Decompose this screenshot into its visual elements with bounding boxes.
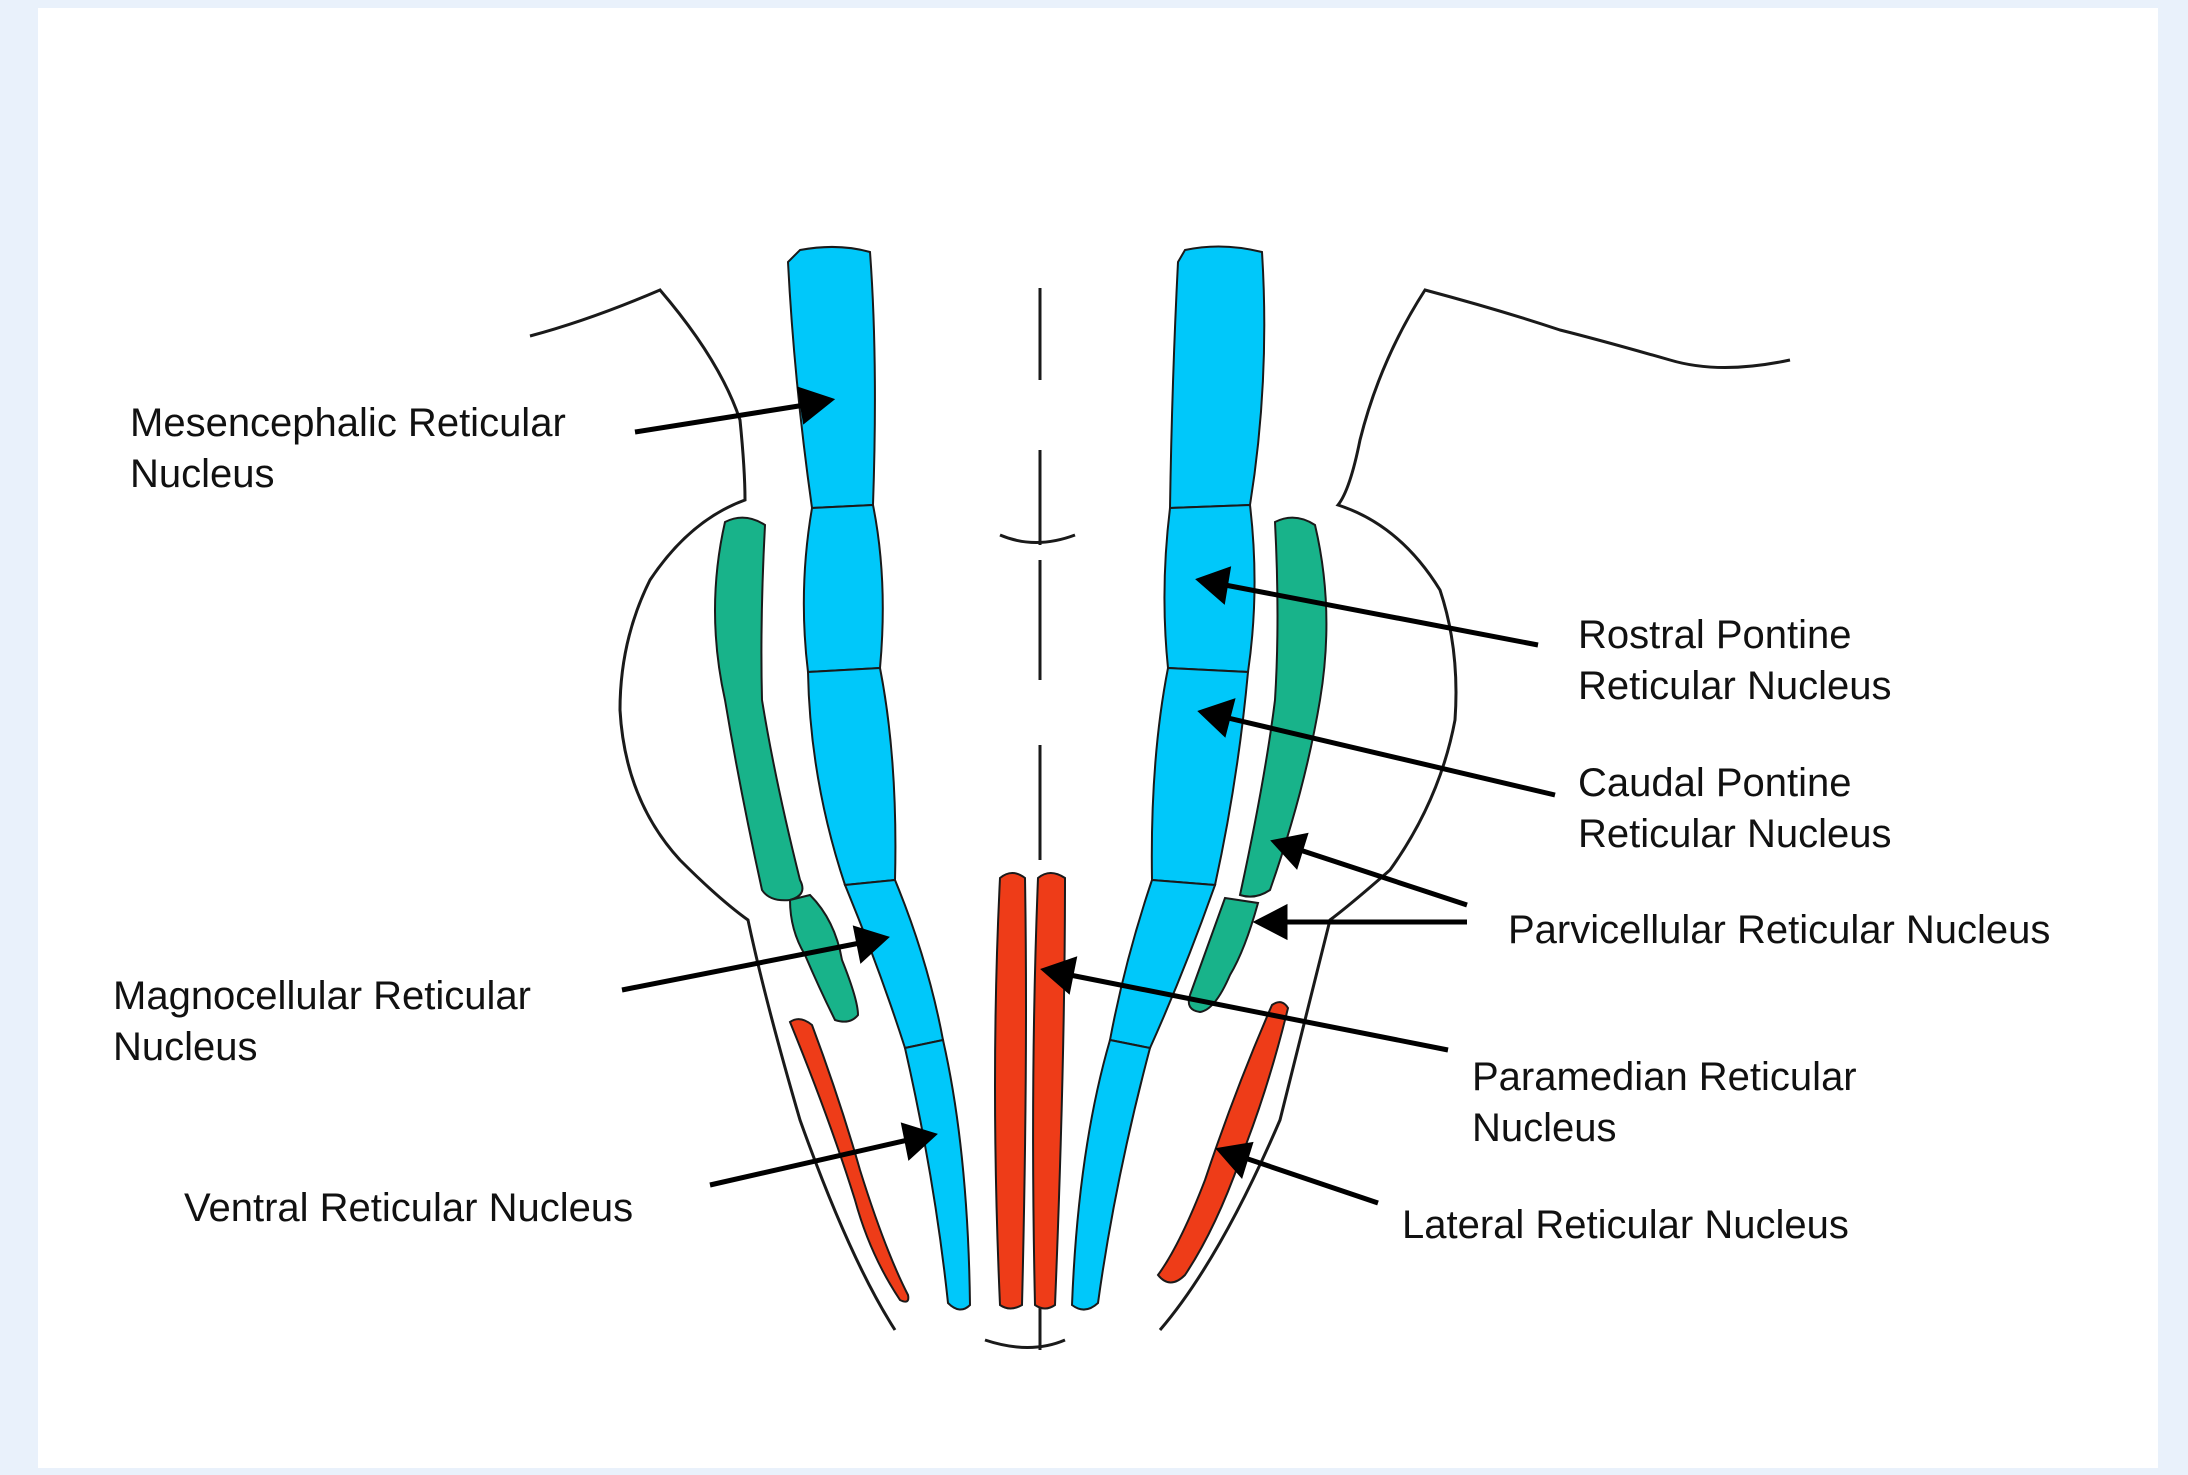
label-mesencephalic: Mesencephalic Reticular Nucleus — [130, 401, 577, 496]
label-parvicellular: Parvicellular Reticular Nucleus — [1508, 908, 2050, 952]
arrow-mesencephalic — [635, 405, 805, 432]
label-caudal-pontine: Caudal Pontine Reticular Nucleus — [1578, 761, 1891, 856]
label-paramedian: Paramedian Reticular Nucleus — [1472, 1055, 1868, 1150]
arrow-rostral-pontine — [1225, 585, 1538, 645]
labels: Mesencephalic Reticular Nucleus Rostral … — [113, 401, 2050, 1247]
label-ventral: Ventral Reticular Nucleus — [184, 1186, 633, 1230]
label-magnocellular: Magnocellular Reticular Nucleus — [113, 974, 542, 1069]
label-lateral: Lateral Reticular Nucleus — [1402, 1203, 1849, 1247]
arrow-lateral — [1245, 1158, 1378, 1203]
label-rostral-pontine: Rostral Pontine Reticular Nucleus — [1578, 613, 1891, 708]
arrow-parvicellular-upper — [1300, 850, 1467, 905]
